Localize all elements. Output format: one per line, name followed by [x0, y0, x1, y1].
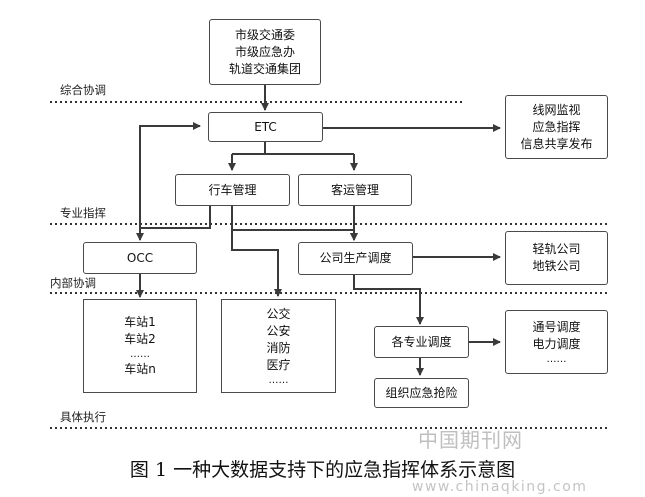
train-management-label: 行车管理: [208, 182, 257, 197]
station-line-3: ……: [130, 349, 150, 360]
occ-box: OCC: [83, 242, 197, 274]
layer-label-internal: 内部协调: [50, 276, 96, 290]
city-authorities-box: 市级交通委 市级应急办 轨道交通集团: [209, 19, 321, 85]
specialty-dispatch-box: 各专业调度: [374, 326, 469, 358]
service-line-2: 公安: [266, 323, 291, 338]
etc-box: ETC: [208, 112, 323, 142]
emergency-rescue-box: 组织应急抢险: [374, 378, 469, 408]
station-line-4: 车站n: [124, 362, 156, 376]
signal-line-1: 通号调度: [532, 319, 581, 334]
etc-label: ETC: [254, 119, 277, 134]
network-monitoring-box: 线网监视 应急指挥 信息共享发布: [505, 95, 608, 159]
emergency-rescue-label: 组织应急抢险: [385, 385, 458, 400]
network-line-1: 线网监视: [532, 102, 581, 117]
company-dispatch-label: 公司生产调度: [319, 251, 392, 265]
layer-label-professional: 专业指挥: [60, 206, 106, 220]
network-line-3: 信息共享发布: [520, 136, 593, 151]
network-line-2: 应急指挥: [532, 119, 581, 134]
service-line-4: 医疗: [266, 357, 291, 372]
layer-label-coordination: 综合协调: [60, 83, 106, 97]
passenger-management-label: 客运管理: [330, 182, 379, 197]
station-line-1: 车站1: [124, 315, 156, 329]
service-line-5: ……: [268, 374, 289, 386]
stations-box: 车站1 车站2 …… 车站n: [83, 299, 197, 393]
figure-caption: 图 1 一种大数据支持下的应急指挥体系示意图: [129, 459, 516, 481]
watermark-chinese: 中国期刊网: [418, 428, 523, 452]
station-line-2: 车站2: [124, 332, 156, 346]
train-management-box: 行车管理: [175, 174, 290, 206]
top-box-line-1: 市级交通委: [234, 27, 295, 42]
company-line-2: 地铁公司: [532, 259, 581, 273]
signal-power-dispatch-box: 通号调度 电力调度 ……: [505, 310, 608, 374]
top-box-line-2: 市级应急办: [234, 44, 295, 59]
signal-line-2: 电力调度: [532, 336, 581, 351]
company-line-1: 轻轨公司: [532, 242, 581, 256]
occ-label: OCC: [126, 250, 154, 265]
layer-separators: [50, 101, 608, 429]
service-line-3: 消防: [266, 340, 291, 355]
operating-companies-box: 轻轨公司 地铁公司: [505, 231, 608, 285]
public-services-box: 公交 公安 消防 医疗 ……: [221, 299, 336, 393]
signal-line-3: ……: [546, 353, 567, 365]
specialty-dispatch-label: 各专业调度: [391, 334, 452, 349]
company-dispatch-box: 公司生产调度: [298, 242, 413, 275]
passenger-management-box: 客运管理: [298, 174, 412, 206]
top-box-line-3: 轨道交通集团: [228, 61, 301, 76]
service-line-1: 公交: [266, 306, 291, 321]
layer-label-execution: 具体执行: [60, 410, 106, 424]
watermark-url: www.chinaqking.com: [412, 479, 588, 495]
